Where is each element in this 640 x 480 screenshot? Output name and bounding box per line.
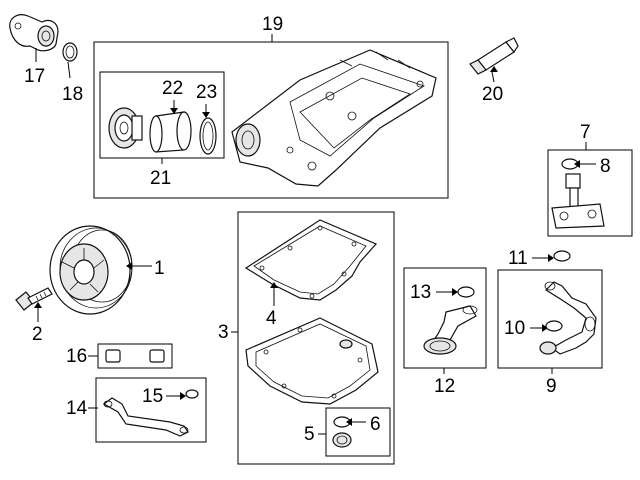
filter-o-ring-icon: [199, 117, 217, 155]
oil-filter-icon: [149, 111, 192, 153]
callout-12: 12: [434, 376, 455, 397]
sealant-tube-icon: [469, 37, 519, 75]
drain-plug-icon: [332, 416, 352, 448]
oil-pickup-tube-icon: [423, 305, 478, 355]
callout-13: 13: [410, 282, 431, 303]
lower-oil-pan-icon: [245, 317, 379, 405]
pipe-o-ring-icon: [185, 389, 199, 399]
callout-3: 3: [218, 322, 229, 343]
pickup-o-ring-icon: [457, 286, 475, 298]
callout-23: 23: [196, 82, 217, 103]
oil-pipe-icon: [539, 281, 597, 355]
oil-pan-assembly-box: [93, 41, 449, 199]
top-o-ring-icon: [553, 250, 571, 262]
callout-2: 2: [32, 324, 43, 345]
oil-pan-icon: [231, 49, 437, 187]
gasket-icon: [105, 349, 165, 363]
pipe-o-ring-10-icon: [545, 320, 563, 332]
bolt-icon: [15, 287, 53, 311]
callout-16: 16: [66, 346, 87, 367]
crankshaft-pulley-icon: [49, 225, 133, 315]
return-pipe-box: [95, 377, 207, 443]
callout-9: 9: [546, 376, 557, 397]
upper-pan-gasket-icon: [244, 219, 378, 301]
callout-19: 19: [262, 14, 283, 35]
callout-4: 4: [266, 308, 277, 329]
callout-10: 10: [504, 318, 525, 339]
callout-6: 6: [370, 414, 381, 435]
callout-17: 17: [24, 66, 45, 87]
callout-8: 8: [600, 156, 611, 177]
callout-7: 7: [580, 122, 591, 143]
callout-14: 14: [66, 398, 88, 419]
oil-pickup-box: [403, 267, 487, 369]
gasket-box: [97, 343, 173, 369]
engine-mount-bracket-icon: [9, 14, 59, 52]
leader-18: [67, 61, 71, 79]
callout-22: 22: [162, 78, 183, 99]
callout-15: 15: [142, 386, 163, 407]
drain-plug-box: [325, 407, 391, 457]
callout-5: 5: [304, 424, 315, 445]
oil-level-sensor-icon: [551, 173, 605, 229]
callout-20: 20: [482, 84, 503, 105]
oil-level-sensor-box: [547, 149, 633, 237]
callout-18: 18: [62, 84, 83, 105]
oil-pan-lower-box: [237, 211, 395, 465]
callout-11: 11: [508, 248, 528, 269]
leader-20: [491, 71, 495, 83]
o-ring-icon: [62, 42, 78, 62]
oil-pipe-box: [497, 269, 603, 369]
callout-21: 21: [150, 168, 171, 189]
oil-return-pipe-icon: [102, 397, 189, 437]
callout-1: 1: [154, 258, 165, 279]
oil-filter-housing-icon: [108, 107, 143, 149]
